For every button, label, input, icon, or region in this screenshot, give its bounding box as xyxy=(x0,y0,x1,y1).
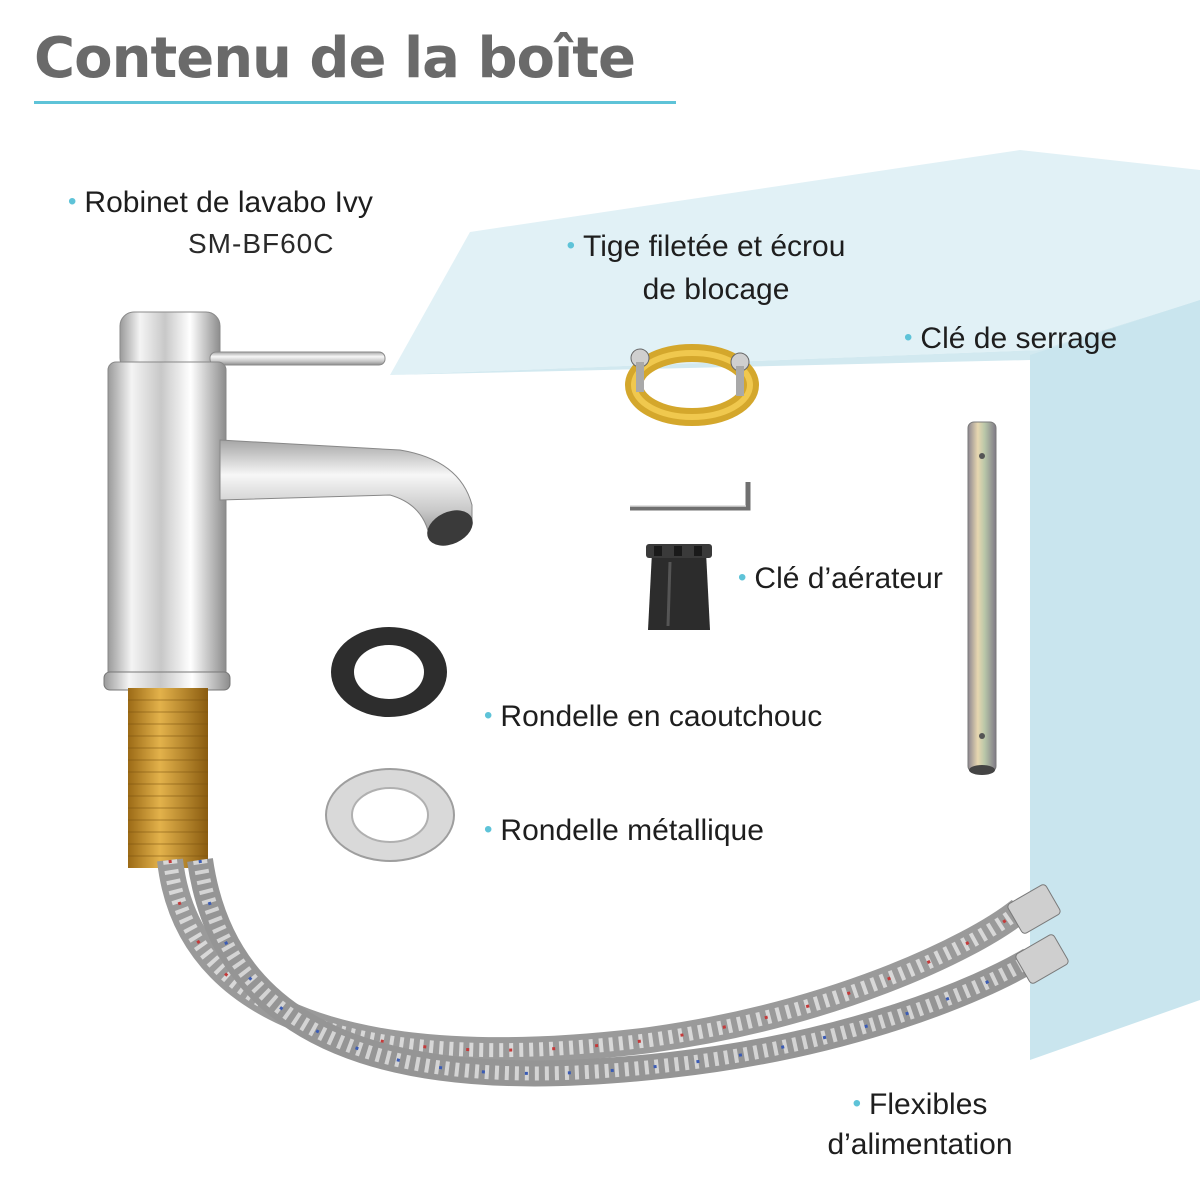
bullet-icon: • xyxy=(904,324,913,351)
bullet-icon: • xyxy=(68,188,77,215)
model-number: SM-BF60C xyxy=(188,228,335,259)
rubber-washer-image xyxy=(331,627,447,717)
faucet-name: Robinet de lavabo Ivy xyxy=(84,186,373,219)
page-title: Contenu de la boîte xyxy=(34,26,636,91)
label-aerator-key: • Clé d’aérateur xyxy=(738,558,943,599)
bullet-icon: • xyxy=(852,1090,862,1117)
label-faucet: • Robinet de lavabo Ivy xyxy=(68,182,373,223)
threaded-rod-lock-nut-image xyxy=(625,344,759,426)
faucet-image xyxy=(103,311,473,868)
supply-hoses-image xyxy=(157,858,1069,1087)
label-metal-washer: • Rondelle métallique xyxy=(484,810,764,851)
hoses-label-line1: Flexibles xyxy=(869,1088,988,1121)
allen-key-image xyxy=(630,482,751,511)
wrench-label: Clé de serrage xyxy=(920,322,1118,355)
aerator-key-label: Clé d’aérateur xyxy=(754,562,943,595)
bullet-icon: • xyxy=(484,702,493,729)
rubber-washer-label: Rondelle en caoutchouc xyxy=(500,700,823,733)
label-wrench: • Clé de serrage xyxy=(904,318,1117,359)
metal-washer-label: Rondelle métallique xyxy=(500,814,764,847)
label-supply-hoses: • Flexibles d’alimentation xyxy=(800,1084,1040,1165)
bullet-icon: • xyxy=(566,232,576,259)
metal-washer-image xyxy=(325,768,455,862)
wrench-tube-image xyxy=(967,421,997,775)
threaded-rod-label-line2: de blocage xyxy=(642,273,790,306)
bullet-icon: • xyxy=(738,564,747,591)
bullet-icon: • xyxy=(484,816,493,843)
label-threaded-rod: • Tige filetée et écrou de blocage xyxy=(556,226,856,310)
label-rubber-washer: • Rondelle en caoutchouc xyxy=(484,696,822,737)
title-underline xyxy=(34,101,676,104)
hoses-label-line2: d’alimentation xyxy=(827,1128,1013,1161)
threaded-rod-label-line1: Tige filetée et écrou xyxy=(583,230,846,263)
aerator-key-image xyxy=(646,544,712,630)
